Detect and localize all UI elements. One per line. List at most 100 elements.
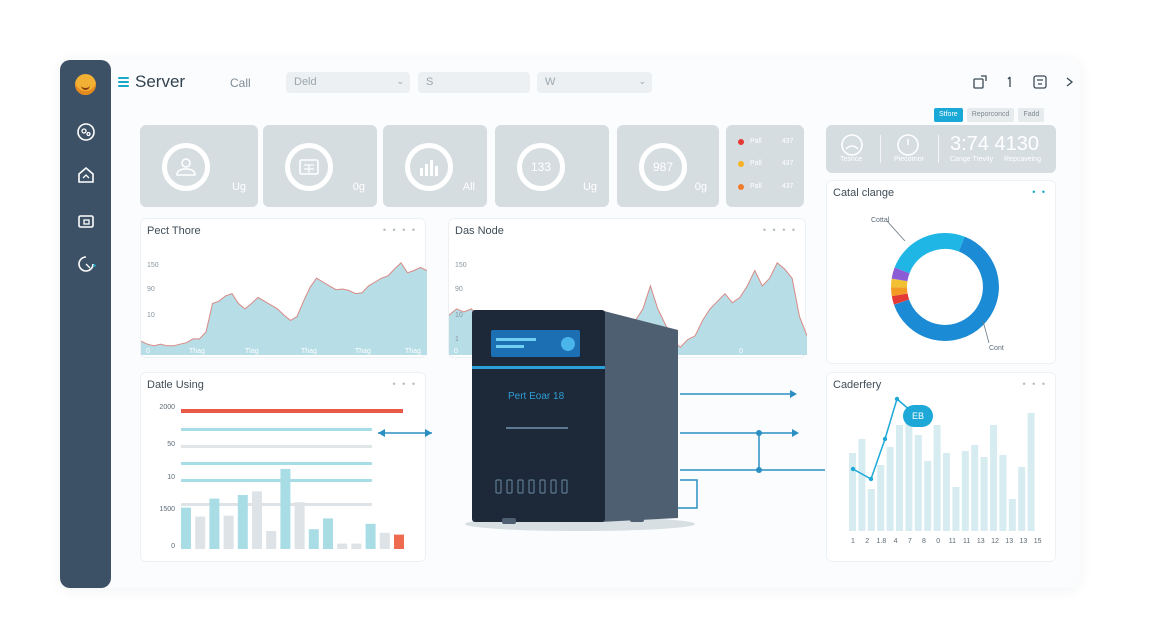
leader-line xyxy=(982,320,990,344)
bar xyxy=(952,487,960,531)
more-icon[interactable]: • • • xyxy=(392,379,417,389)
line-point xyxy=(850,466,856,472)
more-icon[interactable]: • • • • xyxy=(762,225,797,235)
share-icon[interactable] xyxy=(972,74,988,90)
donut-slice xyxy=(891,267,910,282)
sidebar-item-storage[interactable] xyxy=(74,209,98,233)
junction-dot xyxy=(756,467,762,473)
filter-select-value: W xyxy=(545,76,556,88)
bar xyxy=(1018,467,1026,531)
hbar xyxy=(181,462,372,465)
y-tick-label: 10 xyxy=(167,474,175,481)
sidebar-item-dashboard[interactable] xyxy=(74,120,98,144)
bar xyxy=(365,523,376,549)
donut-label-bottom: Cont xyxy=(989,345,1004,352)
filter-select-2[interactable]: S xyxy=(418,72,530,93)
y-tick-label: 50 xyxy=(167,441,175,448)
bar xyxy=(858,439,866,531)
y-tick-label: 0 xyxy=(171,543,175,550)
server-front xyxy=(472,310,605,522)
arrow-right-icon xyxy=(790,390,797,398)
panel-title: Catal clange xyxy=(833,187,895,199)
donut-label-top: Cottal xyxy=(871,217,890,224)
summary-card: 3:74 4130 Tesnce Piecornor Cange Trevity… xyxy=(826,125,1056,173)
more-icon[interactable]: • • • • xyxy=(382,225,417,235)
bar xyxy=(971,445,979,531)
donut-panel: Catal clange • • Cottal Cont xyxy=(826,180,1056,364)
stat-card-5: 987 0g xyxy=(617,125,719,207)
bar xyxy=(195,516,206,549)
panel-title: Caderfery xyxy=(833,379,882,391)
x-tick-label: 11 xyxy=(963,538,970,545)
x-tick-label: 2 xyxy=(865,538,869,545)
bar xyxy=(252,491,262,549)
more-icon[interactable]: • • xyxy=(1032,187,1047,197)
bar xyxy=(294,502,305,549)
legend-dot xyxy=(738,183,744,190)
legend-name: Pall xyxy=(750,138,762,145)
sidebar-item-home[interactable] xyxy=(74,163,98,187)
stat-ring xyxy=(285,143,333,191)
pill-store[interactable]: Stfore xyxy=(934,108,963,122)
x-tick-label: Thag xyxy=(301,348,317,355)
sidebar-item-analytics[interactable] xyxy=(74,252,98,276)
stat-card-3: All xyxy=(383,125,487,207)
y-tick-label: 10 xyxy=(147,312,155,319)
summary-label: Cange Trevity xyxy=(950,156,994,163)
save-icon[interactable] xyxy=(1032,74,1048,90)
server-foot xyxy=(502,518,516,524)
screen-line xyxy=(496,345,524,348)
legend-dot xyxy=(738,160,744,167)
donut-slice xyxy=(891,287,908,297)
chevron-right-icon[interactable] xyxy=(1062,74,1078,90)
stat-label: 0g xyxy=(694,181,707,193)
more-icon[interactable]: • • • xyxy=(1022,379,1047,389)
bar xyxy=(943,453,950,531)
arrow-right-icon xyxy=(425,429,432,437)
stat-ring: 987 xyxy=(639,143,687,191)
filter-select-3[interactable]: W ⌄ xyxy=(537,72,652,93)
x-tick-label: 13 xyxy=(1020,538,1028,545)
bars-icon xyxy=(420,160,438,176)
divider xyxy=(938,135,939,163)
server-side xyxy=(600,310,678,522)
filter-select-value: S xyxy=(426,76,434,88)
bar xyxy=(867,489,875,531)
legend-dot xyxy=(738,138,744,145)
y-tick-label: 90 xyxy=(147,286,155,293)
bar xyxy=(999,455,1007,531)
x-tick-label: Tlag xyxy=(245,348,259,355)
stat-card-1: Ug xyxy=(140,125,258,207)
menu-icon[interactable] xyxy=(118,77,129,87)
app-title-text: Server xyxy=(135,72,186,91)
chevron-down-icon: ⌄ xyxy=(396,76,404,86)
stat-ring xyxy=(405,143,453,191)
clock-icon xyxy=(897,134,919,156)
divider xyxy=(880,135,881,163)
arrow-right-icon xyxy=(792,429,799,437)
user-icon xyxy=(176,158,196,176)
pill-report[interactable]: Reporconcd xyxy=(966,108,1015,122)
legend-row: Pall 437 xyxy=(738,160,793,167)
area-fill xyxy=(449,262,807,355)
y-tick-label: 90 xyxy=(455,286,463,293)
server-screen xyxy=(491,330,580,357)
power-icon xyxy=(561,337,575,351)
stat-card-4: 133 Ug xyxy=(495,125,609,207)
panel-title: Das Node xyxy=(455,225,504,237)
view-pills: Stfore Reporconcd Fadd xyxy=(934,108,1045,122)
x-tick-label: 0 xyxy=(739,348,743,355)
x-tick-label: 8 xyxy=(922,538,926,545)
line-point xyxy=(882,436,888,442)
bar xyxy=(351,543,362,549)
filter-select-1[interactable]: Deld ⌄ xyxy=(286,72,410,93)
filter-select-value: Deld xyxy=(294,76,317,88)
y-tick-label: 150 xyxy=(455,262,467,269)
x-tick-label: Thag xyxy=(405,348,421,355)
pill-add[interactable]: Fadd xyxy=(1018,108,1045,122)
info-icon[interactable] xyxy=(1002,74,1018,90)
x-tick-label: Thag xyxy=(355,348,371,355)
arrow-left-icon xyxy=(378,429,385,437)
